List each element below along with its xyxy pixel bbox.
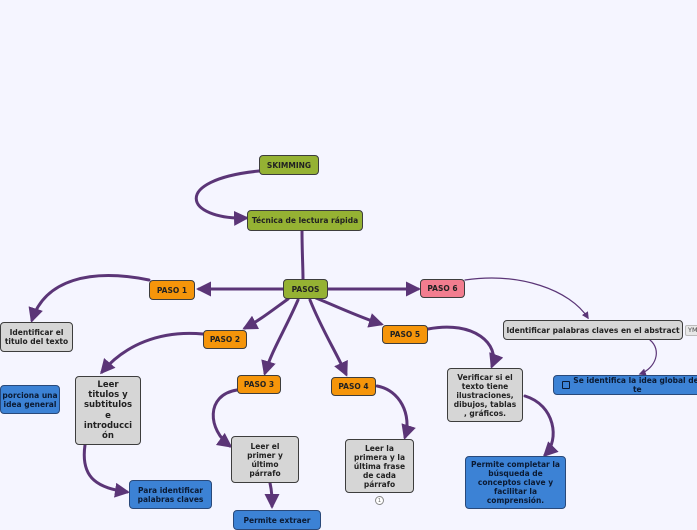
- link-identificar-palabras-se-identifica: [638, 339, 657, 376]
- paso1-node[interactable]: PASO 1: [149, 280, 195, 300]
- pasos-node[interactable]: PASOS: [283, 279, 328, 299]
- link-verificar-permite-completar: [523, 394, 559, 458]
- link-skimming-tecnica: [194, 169, 261, 226]
- paso2-node[interactable]: PASO 2: [203, 330, 247, 349]
- link-pasos-paso2: [242, 297, 290, 330]
- se-identifica-label: Se identifica la idea global del te: [573, 376, 697, 394]
- permite-completar-node[interactable]: Permite completar la búsqueda de concept…: [465, 456, 566, 509]
- link-paso2-leer-titulos: [100, 331, 205, 375]
- link-leer-primer-permite: [264, 481, 280, 509]
- para-identificar-node[interactable]: Para identificar palabras claves: [129, 480, 212, 509]
- user-tag: YM: [685, 325, 697, 336]
- verificar-node[interactable]: Verificar si el texto tiene ilustracione…: [447, 368, 523, 422]
- link-pasos-paso3: [261, 298, 300, 376]
- identificar-titulo-node[interactable]: Identificar el titulo del texto: [0, 322, 73, 352]
- paso4-node[interactable]: PASO 4: [331, 377, 376, 396]
- link-paso1-identificar: [28, 274, 151, 323]
- link-leer-titulos-para: [82, 443, 130, 498]
- paso3-node[interactable]: PASO 3: [237, 375, 281, 394]
- leer-primera-node[interactable]: Leer la primera y la última frase de cad…: [345, 439, 414, 493]
- leer-titulos-node[interactable]: Leer titulos y subtitulos e introducci ó…: [75, 376, 141, 445]
- link-pasos-paso5: [314, 296, 384, 328]
- skimming-node[interactable]: SKIMMING: [259, 155, 319, 175]
- link-pasos-paso4: [308, 298, 348, 377]
- identificar-palabras-node[interactable]: Identificar palabras claves en el abstra…: [503, 320, 683, 340]
- link-paso6-identificar-palabras: [464, 277, 589, 320]
- proporciona-node[interactable]: porciona una idea general: [0, 385, 60, 414]
- link-paso3-leer-primer: [211, 388, 239, 448]
- node-badge: 1: [375, 496, 384, 505]
- link-paso5-verificar: [426, 325, 504, 369]
- paso5-node[interactable]: PASO 5: [382, 325, 428, 344]
- se-identifica-node[interactable]: Se identifica la idea global del te: [553, 375, 697, 395]
- tecnica-node[interactable]: Técnica de lectura rápida: [247, 210, 363, 231]
- permite-extraer-node[interactable]: Permite extraer: [233, 510, 321, 530]
- checkbox-icon[interactable]: [562, 381, 570, 389]
- link-tecnica-pasos: [300, 229, 305, 281]
- paso6-node[interactable]: PASO 6: [420, 279, 465, 298]
- link-paso4-leer-primera: [375, 384, 416, 440]
- leer-primer-node[interactable]: Leer el primer y último párrafo: [231, 436, 299, 483]
